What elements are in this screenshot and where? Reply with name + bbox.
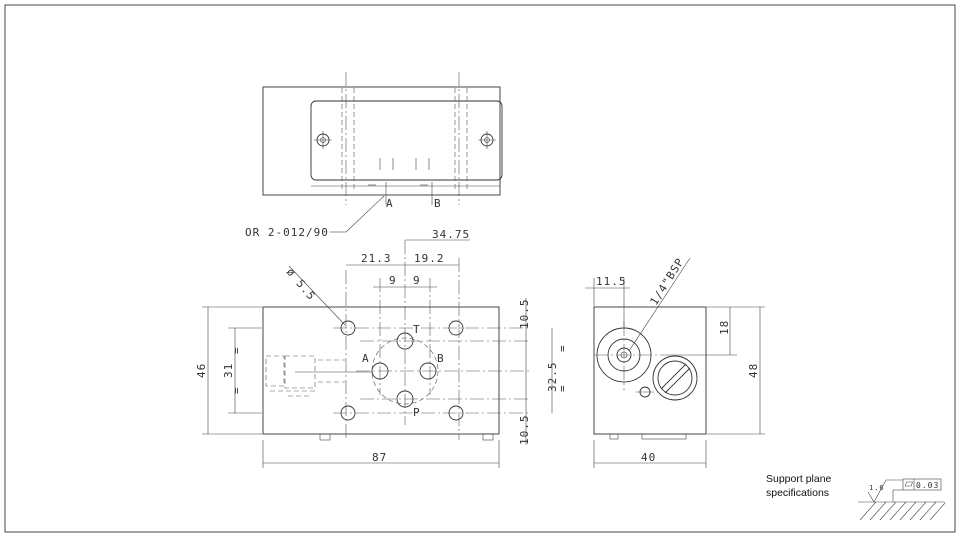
top-port-b-label: B: [434, 197, 441, 210]
eq-left-top: =: [230, 346, 243, 354]
support-plane-line2: specifications: [766, 487, 829, 499]
top-view: A B OR 2-012/90: [245, 72, 503, 239]
flatness-value: 0.03: [916, 481, 939, 490]
dim-48: 48: [747, 363, 760, 378]
top-port-a-label: A: [386, 197, 393, 210]
front-view: T A B P ø 5.5 34.75 21.3 19.2 9 9: [195, 228, 569, 468]
dim-9-left: 9: [389, 274, 397, 287]
sheet-border: [4, 4, 956, 533]
top-view-plate: [310, 100, 503, 181]
dim-21-3: 21.3: [361, 252, 392, 265]
dim-31: 31: [222, 363, 235, 378]
support-plane-line1: Support plane: [766, 473, 832, 485]
oring-callout: OR 2-012/90: [245, 226, 329, 239]
eq-right-top: =: [556, 344, 569, 352]
dim-11-5: 11.5: [596, 275, 627, 288]
support-plane-spec: Support plane specifications 1.6 0.03: [766, 473, 946, 521]
roughness-value: 1.6: [869, 484, 885, 492]
dim-34-75: 34.75: [432, 228, 470, 241]
top-view-body: [262, 86, 501, 196]
port-b-label: B: [437, 352, 444, 365]
dim-46: 46: [195, 363, 208, 378]
port-t-label: T: [413, 323, 420, 336]
dim-19-2: 19.2: [414, 252, 445, 265]
dim-10-5-top: 10.5: [518, 299, 531, 330]
roughness-symbol: [867, 479, 903, 503]
dim-18: 18: [718, 320, 731, 335]
dim-87: 87: [372, 451, 387, 464]
bsp-callout: 1/4"BSP: [648, 255, 687, 307]
dim-10-5-bottom: 10.5: [518, 415, 531, 446]
adjust-screw-inner: [657, 360, 693, 396]
diameter-callout: ø 5.5: [284, 266, 318, 304]
side-view-body: [593, 306, 707, 435]
dim-9-right: 9: [413, 274, 421, 287]
port-a-label: A: [362, 352, 369, 365]
flatness-frame: [902, 478, 942, 491]
dim-32-5: 32.5: [546, 362, 559, 393]
port-p-label: P: [413, 406, 420, 419]
front-view-body: [262, 306, 500, 435]
dim-40: 40: [641, 451, 656, 464]
eq-left-bottom: =: [230, 386, 243, 394]
flatness-icon: [904, 481, 913, 487]
eq-right-bottom: =: [556, 384, 569, 392]
side-view: 1/4"BSP 11.5 18 48 40: [585, 255, 765, 468]
adjust-screw-outer: [652, 355, 698, 401]
